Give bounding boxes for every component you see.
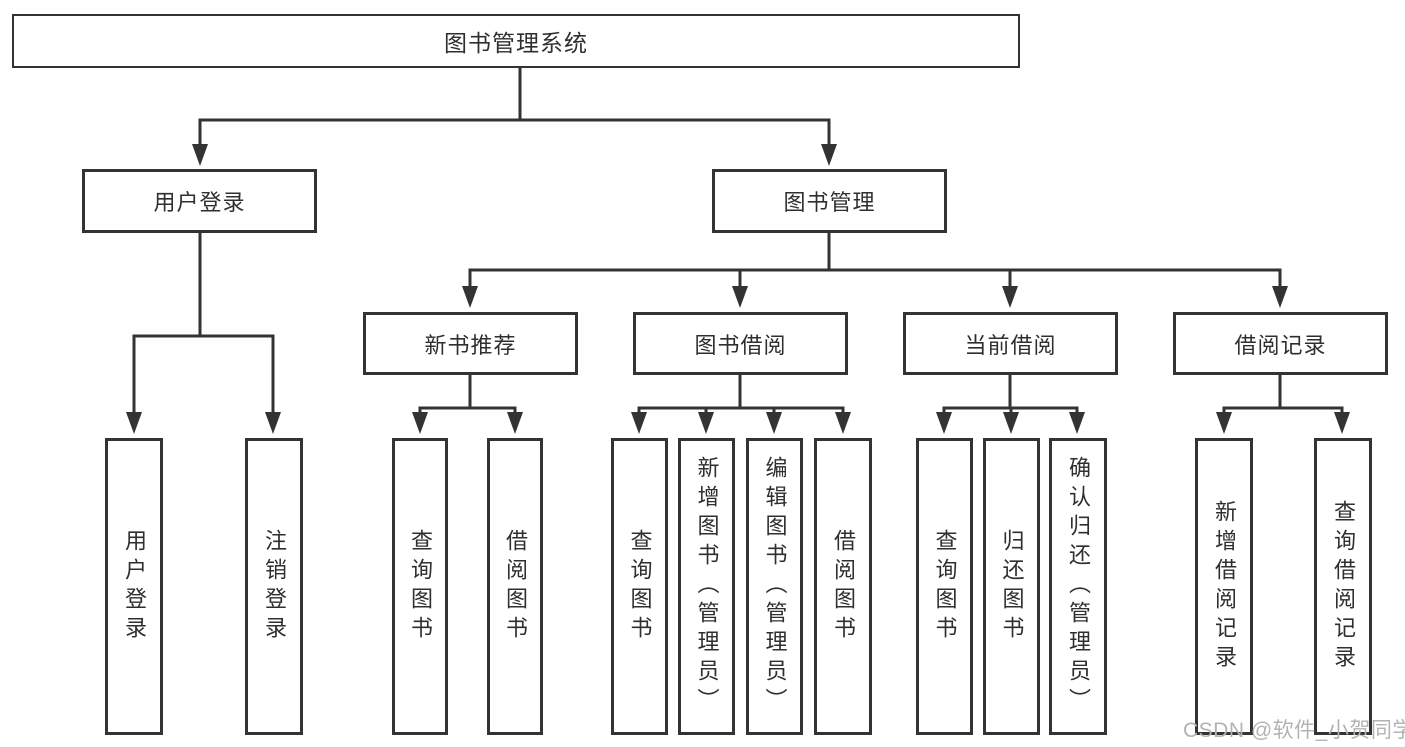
node-leaf-edit-books-admin: 编辑图书（管理员） [746, 438, 803, 735]
arrow-leaf-add-book [698, 412, 714, 434]
node-leaf-borrow-books-newrec-label: 借阅图书 [503, 528, 528, 645]
arrow-leaf-confirm-return [1069, 412, 1085, 434]
arrow-new-book [462, 286, 478, 308]
node-leaf-user-login: 用户登录 [105, 438, 163, 735]
node-leaf-query-books-borrow-label: 查询图书 [627, 528, 653, 645]
node-borrowing-records-label: 借阅记录 [1234, 332, 1327, 358]
node-book-management-label: 图书管理 [783, 190, 876, 215]
node-library-system: 图书管理系统 [12, 14, 1020, 68]
arrow-leaf-query-record [1334, 412, 1350, 434]
arrow-leaf-query-borrow [631, 412, 647, 434]
node-leaf-edit-books-admin-label: 编辑图书（管理员） [762, 456, 788, 717]
node-book-management: 图书管理 [712, 169, 947, 233]
node-leaf-query-books-newrec: 查询图书 [392, 438, 448, 735]
node-leaf-query-books-current-label: 查询图书 [932, 528, 958, 645]
arrow-user-login [192, 144, 208, 166]
node-borrowing-records: 借阅记录 [1173, 312, 1388, 375]
arrow-leaf-borrow-book [835, 412, 851, 434]
arrow-current-borrow [1002, 286, 1018, 308]
arrow-leaf-edit-book [766, 412, 782, 434]
node-leaf-add-borrow-record: 新增借阅记录 [1195, 438, 1253, 735]
arrow-leaf-add-record [1216, 412, 1232, 434]
watermark: CSDN @软件_小贺同学 [1183, 719, 1405, 742]
node-leaf-return-books: 归还图书 [983, 438, 1040, 735]
node-leaf-query-books-current: 查询图书 [916, 438, 973, 735]
arrow-borrow-record [1272, 286, 1288, 308]
node-user-login-label: 用户登录 [153, 190, 246, 215]
node-leaf-borrow-books-newrec: 借阅图书 [487, 438, 543, 735]
node-leaf-add-books-admin-label: 新增图书（管理员） [694, 456, 720, 717]
arrow-leaf-query-current [936, 412, 952, 434]
node-leaf-confirm-return-admin: 确认归还（管理员） [1049, 438, 1107, 735]
node-leaf-confirm-return-admin-label: 确认归还（管理员） [1066, 456, 1091, 717]
arrow-leaf-borrow-newrec [507, 412, 523, 434]
node-leaf-borrow-books-label: 借阅图书 [831, 528, 856, 645]
node-new-book-recommend-label: 新书推荐 [424, 332, 517, 358]
arrow-leaf-user-login [126, 412, 142, 434]
node-new-book-recommend: 新书推荐 [363, 312, 578, 375]
node-book-borrowing: 图书借阅 [633, 312, 848, 375]
node-book-borrowing-label: 图书借阅 [694, 332, 787, 358]
arrow-leaf-query-newrec [412, 412, 428, 434]
node-current-borrowing-label: 当前借阅 [964, 332, 1057, 358]
node-leaf-return-books-label: 归还图书 [999, 528, 1025, 645]
arrow-book-management [821, 144, 837, 166]
node-leaf-borrow-books: 借阅图书 [814, 438, 872, 735]
node-leaf-query-books-borrow: 查询图书 [611, 438, 668, 735]
node-leaf-add-books-admin: 新增图书（管理员） [678, 438, 735, 735]
node-leaf-add-borrow-record-label: 新增借阅记录 [1212, 499, 1237, 674]
node-library-system-label: 图书管理系统 [444, 30, 588, 56]
arrow-leaf-return-book [1003, 412, 1019, 434]
node-leaf-user-login-label: 用户登录 [122, 528, 147, 645]
node-leaf-logout: 注销登录 [245, 438, 303, 735]
node-leaf-query-books-newrec-label: 查询图书 [408, 528, 433, 645]
node-leaf-logout-label: 注销登录 [262, 528, 287, 645]
node-leaf-query-borrow-record: 查询借阅记录 [1314, 438, 1372, 735]
node-current-borrowing: 当前借阅 [903, 312, 1118, 375]
arrow-leaf-logout [265, 412, 281, 434]
arrow-book-borrow [732, 286, 748, 308]
node-user-login: 用户登录 [82, 169, 317, 233]
node-leaf-query-borrow-record-label: 查询借阅记录 [1331, 499, 1356, 674]
